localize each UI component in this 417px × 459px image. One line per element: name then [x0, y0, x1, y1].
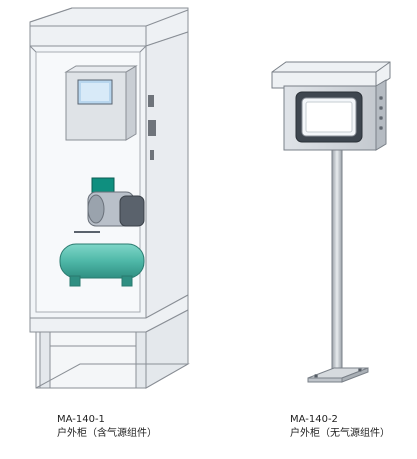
model-description: 户外柜（含气源组件） [57, 428, 157, 439]
cabinet-base-stand [29, 294, 190, 389]
caption-left: MA-140-1 户外柜（含气源组件） [57, 413, 157, 441]
cabinet-side-panel [145, 31, 189, 319]
outdoor-cabinet-with-air-source [29, 7, 190, 389]
support-pole [331, 149, 343, 373]
air-compressor [59, 177, 145, 287]
caption-right: MA-140-2 户外柜（无气源组件） [290, 413, 390, 441]
compressor-tank [59, 243, 145, 279]
outdoor-cabinet-without-air-source [271, 61, 391, 383]
model-number: MA-140-1 [57, 414, 105, 425]
model-description: 户外柜（无气源组件） [290, 428, 390, 439]
model-number: MA-140-2 [290, 414, 338, 425]
box-roof [271, 61, 391, 89]
